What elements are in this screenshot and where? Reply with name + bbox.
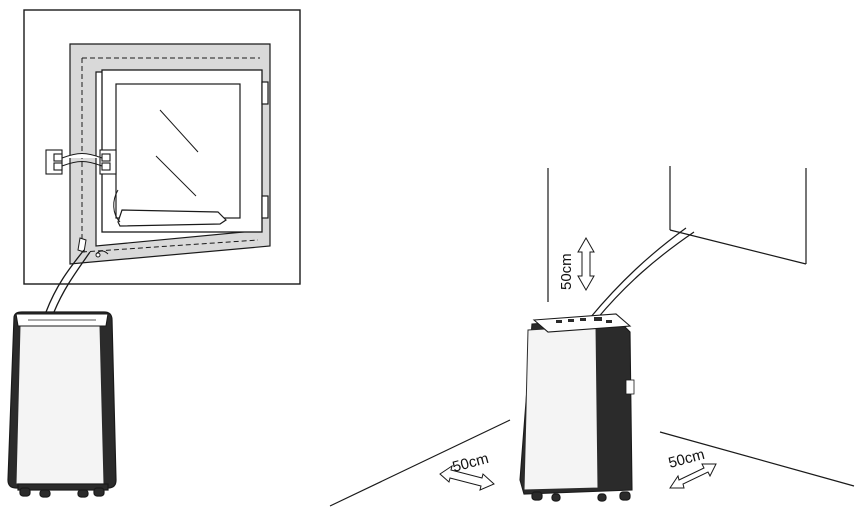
glass-reflection-2: [155, 155, 197, 197]
vertical-clearance-label: 50cm: [558, 253, 575, 290]
window-glass: [115, 83, 241, 219]
window-installation-view: [7, 9, 301, 498]
glass-reflection-1: [159, 109, 199, 153]
caster-wheels-right: [531, 491, 631, 502]
side-grille: [625, 379, 635, 395]
exhaust-hose: [45, 249, 85, 313]
floor-line-right: [659, 431, 855, 487]
caster-wheels: [19, 487, 105, 498]
left-clearance-arrow: [439, 464, 495, 491]
hinge-bottom: [261, 195, 269, 219]
vertical-clearance-arrow: [577, 236, 595, 292]
right-clearance-arrow: [669, 463, 717, 489]
right-clearance-label: 50cm: [667, 446, 707, 472]
portable-ac-unit-right: [519, 313, 635, 502]
hinge-top: [261, 81, 269, 105]
control-panel-buttons: [556, 317, 612, 323]
left-clearance-label: 50cm: [451, 450, 491, 476]
hose-connector: [77, 237, 109, 258]
portable-ac-unit-left: [7, 311, 117, 498]
exhaust-hose-right: [589, 227, 687, 319]
exhaust-window-adapter: [117, 209, 227, 227]
floor-line-left: [329, 419, 511, 507]
window-lock-clamp: [45, 149, 117, 175]
wall-window-sill: [669, 229, 807, 265]
clearance-view: [329, 166, 855, 507]
